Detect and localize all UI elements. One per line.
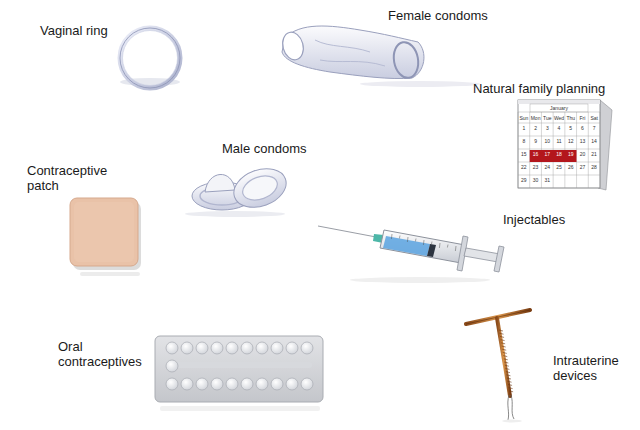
blister-pack	[155, 336, 323, 411]
contraceptive-patch	[70, 198, 141, 276]
intrauterine-device	[466, 310, 530, 423]
calendar-text: 24	[541, 164, 553, 170]
calendar-text: 12	[565, 138, 577, 144]
calendar-text: 31	[541, 177, 553, 183]
patch-label: Contraceptive patch	[27, 163, 127, 193]
calendar-text: 8	[518, 138, 530, 144]
calendar-text: 7	[588, 125, 600, 131]
calendar-text: 3	[541, 125, 553, 131]
calendar-text: 2	[530, 125, 542, 131]
calendar-text: 18	[553, 151, 565, 157]
calendar-text: 4	[553, 125, 565, 131]
calendar-text: Fri	[577, 115, 589, 121]
vaginal-ring	[120, 28, 180, 88]
calendar-text: 11	[553, 138, 565, 144]
calendar-text: 27	[577, 164, 589, 170]
calendar-text: January	[531, 105, 587, 111]
calendar-text: 17	[541, 151, 553, 157]
calendar-text: Sun	[518, 115, 530, 121]
calendar-text: 29	[518, 177, 530, 183]
male-condom-label: Male condoms	[222, 141, 307, 156]
calendar	[518, 100, 612, 190]
calendar-text: 21	[588, 151, 600, 157]
calendar-text: Wed	[553, 115, 565, 121]
calendar-text: Thu	[565, 115, 577, 121]
calendar-text: 13	[577, 138, 589, 144]
calendar-text: 16	[530, 151, 542, 157]
calendar-text: Tue	[541, 115, 553, 121]
calendar-text: 26	[565, 164, 577, 170]
calendar-text: 5	[565, 125, 577, 131]
calendar-text: 9	[530, 138, 542, 144]
pill-label: Oral contraceptives	[58, 339, 153, 369]
calendar-text: 10	[541, 138, 553, 144]
calendar-text: 19	[565, 151, 577, 157]
calendar-text: 15	[518, 151, 530, 157]
calendar-text: 6	[577, 125, 589, 131]
female-condom-label: Female condoms	[388, 8, 488, 23]
male-condoms	[185, 162, 292, 217]
calendar-text: 1	[518, 125, 530, 131]
planning-label: Natural family planning	[473, 81, 605, 96]
syringe	[318, 226, 504, 283]
calendar-text: 22	[518, 164, 530, 170]
injectables-label: Injectables	[503, 212, 565, 227]
calendar-text: 25	[553, 164, 565, 170]
calendar-text: Sat	[588, 115, 600, 121]
ring-label: Vaginal ring	[40, 23, 108, 38]
calendar-text: 23	[530, 164, 542, 170]
calendar-text: 20	[577, 151, 589, 157]
calendar-text: 30	[530, 177, 542, 183]
calendar-text: 14	[588, 138, 600, 144]
calendar-text: 28	[588, 164, 600, 170]
female-condom	[280, 26, 480, 87]
calendar-text: Mon	[530, 115, 542, 121]
iud-label: Intrauterine devices	[553, 353, 633, 383]
